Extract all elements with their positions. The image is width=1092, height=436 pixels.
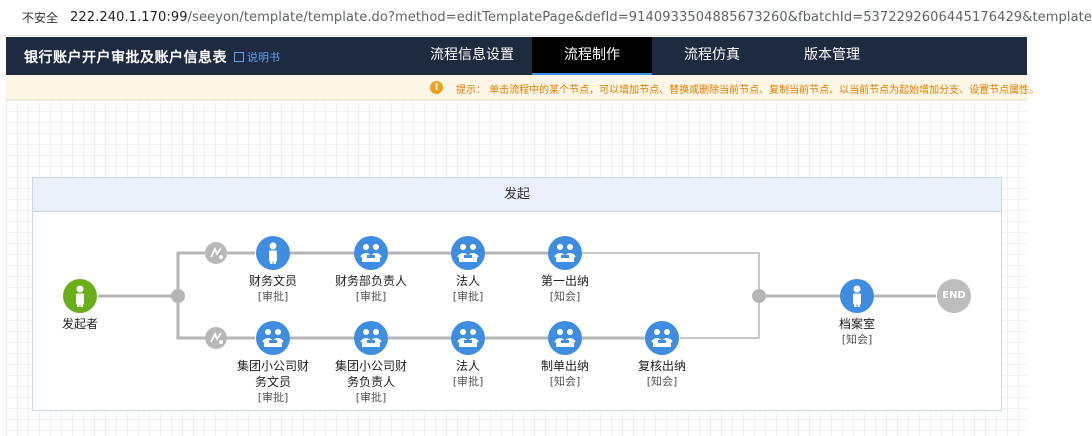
flow-node[interactable]: 法人 [审批] bbox=[418, 236, 518, 305]
node-name: 法人 bbox=[455, 274, 480, 288]
tab-process-info[interactable]: 流程信息设置 bbox=[430, 47, 514, 63]
group-icon bbox=[354, 321, 388, 355]
group-icon bbox=[645, 321, 679, 355]
node-name: 法人 bbox=[455, 359, 480, 373]
person-icon bbox=[840, 279, 874, 313]
node-type: [审批] bbox=[452, 290, 484, 303]
flow-node[interactable]: 制单出纳 [知会] bbox=[515, 321, 615, 390]
tab-process-design[interactable]: 流程制作 bbox=[532, 37, 652, 75]
group-icon bbox=[354, 236, 388, 270]
info-icon: ! bbox=[430, 81, 443, 94]
flow-node[interactable]: 第一出纳 [知会] bbox=[515, 236, 615, 305]
node-name: 第一出纳 bbox=[540, 274, 589, 288]
branch-condition-icon[interactable] bbox=[205, 327, 227, 349]
node-type: [审批] bbox=[452, 375, 484, 388]
group-icon bbox=[548, 321, 582, 355]
browser-address-bar[interactable]: 不安全 222.240.1.170:99/seeyon/template/tem… bbox=[0, 0, 1092, 36]
flow-node[interactable]: 财务文员 [审批] bbox=[223, 236, 323, 305]
node-name: 集团小公司财务文员 bbox=[236, 359, 309, 389]
manual-link[interactable]: 说明书 bbox=[234, 49, 280, 65]
end-node[interactable]: END bbox=[904, 279, 1004, 313]
group-icon bbox=[256, 321, 290, 355]
book-icon bbox=[234, 52, 244, 62]
split-node[interactable] bbox=[171, 289, 185, 303]
node-name: 制单出纳 bbox=[540, 359, 589, 373]
flow-node[interactable]: 财务部负责人 [审批] bbox=[321, 236, 421, 305]
manual-label: 说明书 bbox=[247, 51, 280, 64]
node-type: [知会] bbox=[549, 375, 581, 388]
branch-condition-icon[interactable] bbox=[205, 242, 227, 264]
flow-title: 发起 bbox=[33, 178, 1001, 212]
person-icon bbox=[63, 279, 97, 313]
group-icon bbox=[451, 321, 485, 355]
flow-node[interactable]: 集团小公司财务文员 [审批] bbox=[223, 321, 323, 406]
flow-node[interactable]: 集团小公司财务负责人 [审批] bbox=[321, 321, 421, 406]
node-name: 财务文员 bbox=[248, 274, 297, 288]
node-type: [知会] bbox=[841, 333, 873, 346]
node-type: [审批] bbox=[257, 290, 289, 303]
node-type: [审批] bbox=[355, 391, 387, 404]
tip-text: 提示： 单击流程中的某个节点，可以增加节点、替换或删除当前节点、复制当前节点、以… bbox=[456, 85, 1040, 96]
tab-version-management[interactable]: 版本管理 bbox=[804, 47, 860, 63]
node-type: [审批] bbox=[257, 391, 289, 404]
end-label: END bbox=[937, 279, 971, 313]
node-name: 复核出纳 bbox=[637, 359, 686, 373]
node-type: [审批] bbox=[355, 290, 387, 303]
app-header: 银行账户开户审批及账户信息表 说明书 流程信息设置 流程制作 流程仿真 版本管理 bbox=[6, 37, 1027, 75]
page-title: 银行账户开户审批及账户信息表 bbox=[24, 50, 227, 66]
flow-node-archive[interactable]: 档案室 [知会] bbox=[807, 279, 907, 348]
url-text[interactable]: 222.240.1.170:99/seeyon/template/templat… bbox=[70, 10, 1092, 25]
node-type: [知会] bbox=[549, 290, 581, 303]
node-name: 财务部负责人 bbox=[334, 274, 407, 288]
group-icon bbox=[451, 236, 485, 270]
group-icon bbox=[548, 236, 582, 270]
node-name: 档案室 bbox=[838, 317, 875, 331]
flow-node[interactable]: 法人 [审批] bbox=[418, 321, 518, 390]
flow-node[interactable]: 复核出纳 [知会] bbox=[612, 321, 712, 390]
node-name: 集团小公司财务负责人 bbox=[334, 359, 407, 389]
flow-lines bbox=[98, 251, 936, 340]
node-name: 发起者 bbox=[61, 317, 98, 331]
tip-bar: ! 提示： 单击流程中的某个节点，可以增加节点、替换或删除当前节点、复制当前节点… bbox=[6, 75, 1039, 100]
person-icon bbox=[256, 236, 290, 270]
url-path: /seeyon/template/template.do?method=edit… bbox=[187, 10, 1092, 25]
join-node[interactable] bbox=[752, 289, 766, 303]
tab-process-simulation[interactable]: 流程仿真 bbox=[684, 47, 740, 63]
start-node[interactable]: 发起者 bbox=[30, 279, 130, 332]
insecure-label[interactable]: 不安全 bbox=[22, 11, 59, 25]
node-type: [知会] bbox=[646, 375, 678, 388]
url-host: 222.240.1.170:99 bbox=[70, 10, 188, 25]
